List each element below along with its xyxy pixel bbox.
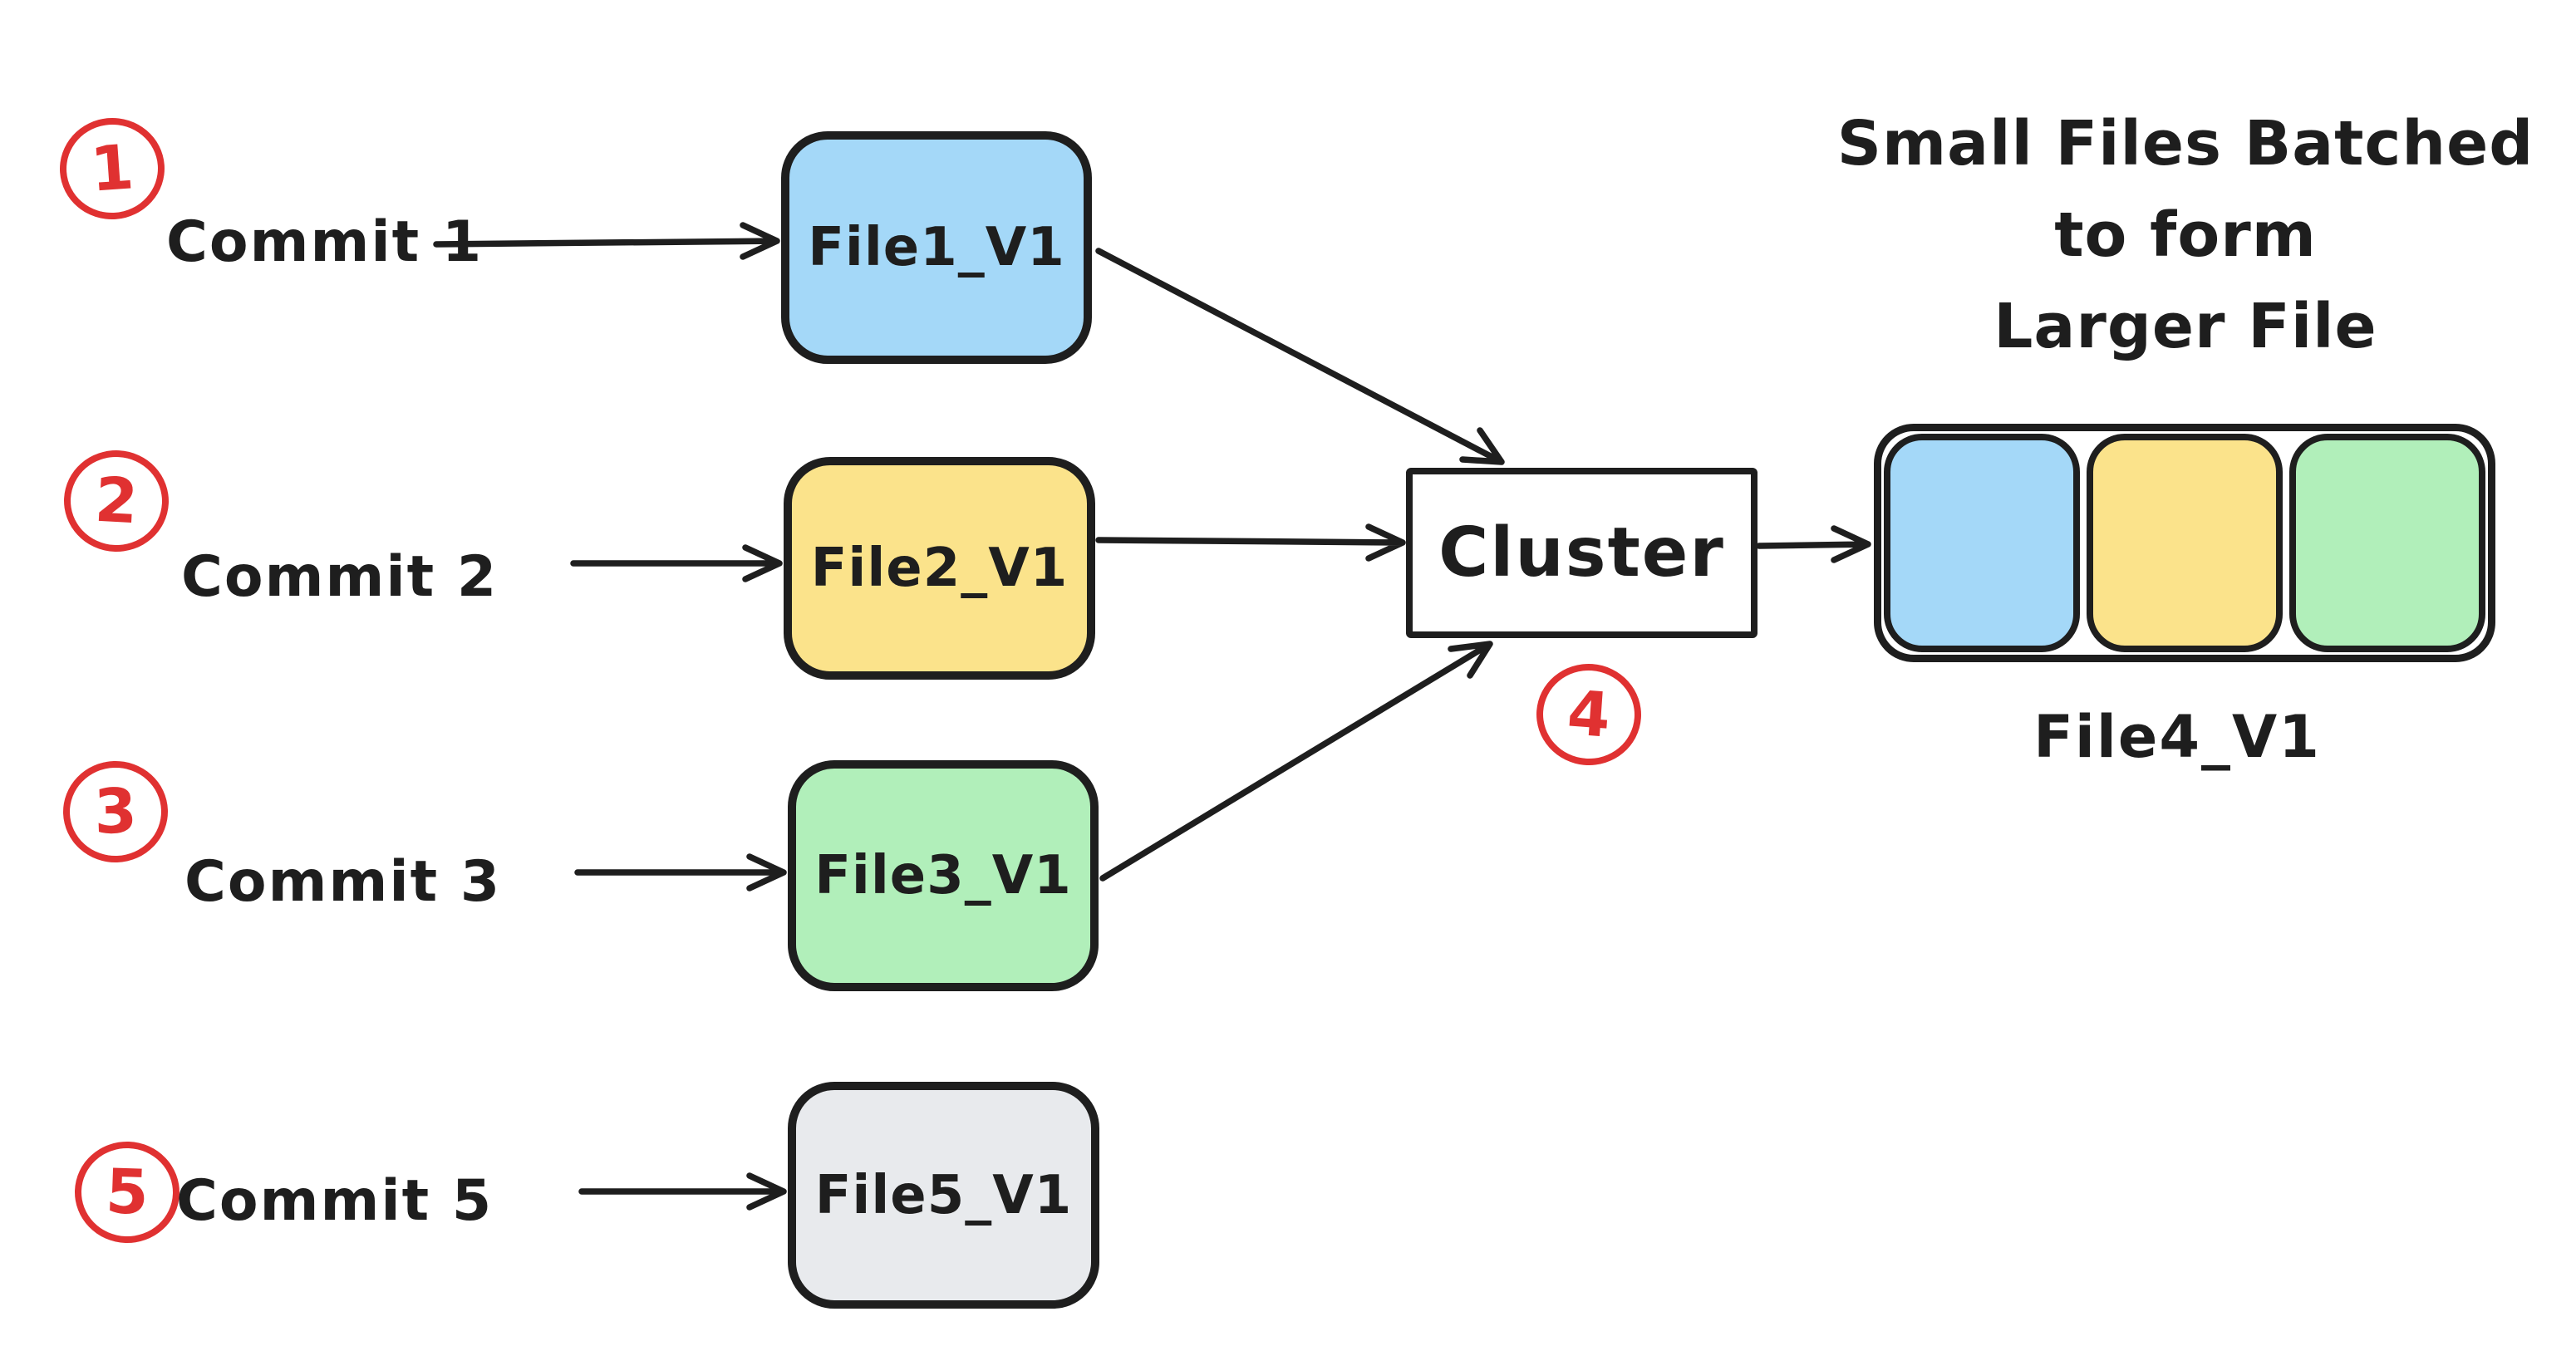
step-badge-2: 2 xyxy=(61,447,172,555)
arrow-file2-to-cluster xyxy=(1095,523,1406,562)
file1-v1-node: File1_V1 xyxy=(781,131,1092,364)
title-line-2: to form xyxy=(2054,199,2317,271)
title-line-3: Larger File xyxy=(1993,291,2377,362)
batched-segment-yellow xyxy=(2087,434,2283,652)
arrow-commit1-to-file1 xyxy=(433,222,780,260)
file1-v1-label: File1_V1 xyxy=(808,217,1065,278)
batched-segment-blue xyxy=(1884,434,2080,652)
arrow-commit2-to-file2 xyxy=(570,544,783,582)
title-line-1: Small Files Batched xyxy=(1836,108,2534,179)
commit-2-label: Commit 2 xyxy=(181,544,499,610)
commit-1-label: Commit 1 xyxy=(166,209,484,275)
cluster-label: Cluster xyxy=(1438,513,1725,592)
file3-v1-label: File3_V1 xyxy=(814,845,1072,906)
file5-v1-label: File5_V1 xyxy=(814,1164,1073,1226)
step-badge-3: 3 xyxy=(61,759,170,865)
arrow-file1-to-cluster xyxy=(1095,248,1505,465)
file2-v1-node: File2_V1 xyxy=(784,457,1095,680)
file5-v1-node: File5_V1 xyxy=(788,1082,1099,1309)
file2-v1-label: File2_V1 xyxy=(810,538,1069,599)
arrow-commit3-to-file3 xyxy=(574,853,787,892)
diagram-title: Small Files Batched to form Larger File xyxy=(1787,98,2576,372)
batched-file-label: File4_V1 xyxy=(2033,703,2321,771)
arrow-file3-to-cluster xyxy=(1099,641,1493,882)
arrow-cluster-to-batched-file xyxy=(1756,525,1871,563)
step-badge-5: 5 xyxy=(72,1139,182,1245)
batched-file-node xyxy=(1874,424,2495,662)
cluster-node: Cluster xyxy=(1406,468,1757,638)
step-badge-4: 4 xyxy=(1532,660,1645,769)
arrow-commit5-to-file5 xyxy=(578,1172,787,1211)
commit-5-label: Commit 5 xyxy=(176,1168,494,1234)
file3-v1-node: File3_V1 xyxy=(788,760,1099,991)
step-badge-1: 1 xyxy=(56,114,169,224)
batched-segment-green xyxy=(2289,434,2485,652)
commit-3-label: Commit 3 xyxy=(184,849,502,915)
